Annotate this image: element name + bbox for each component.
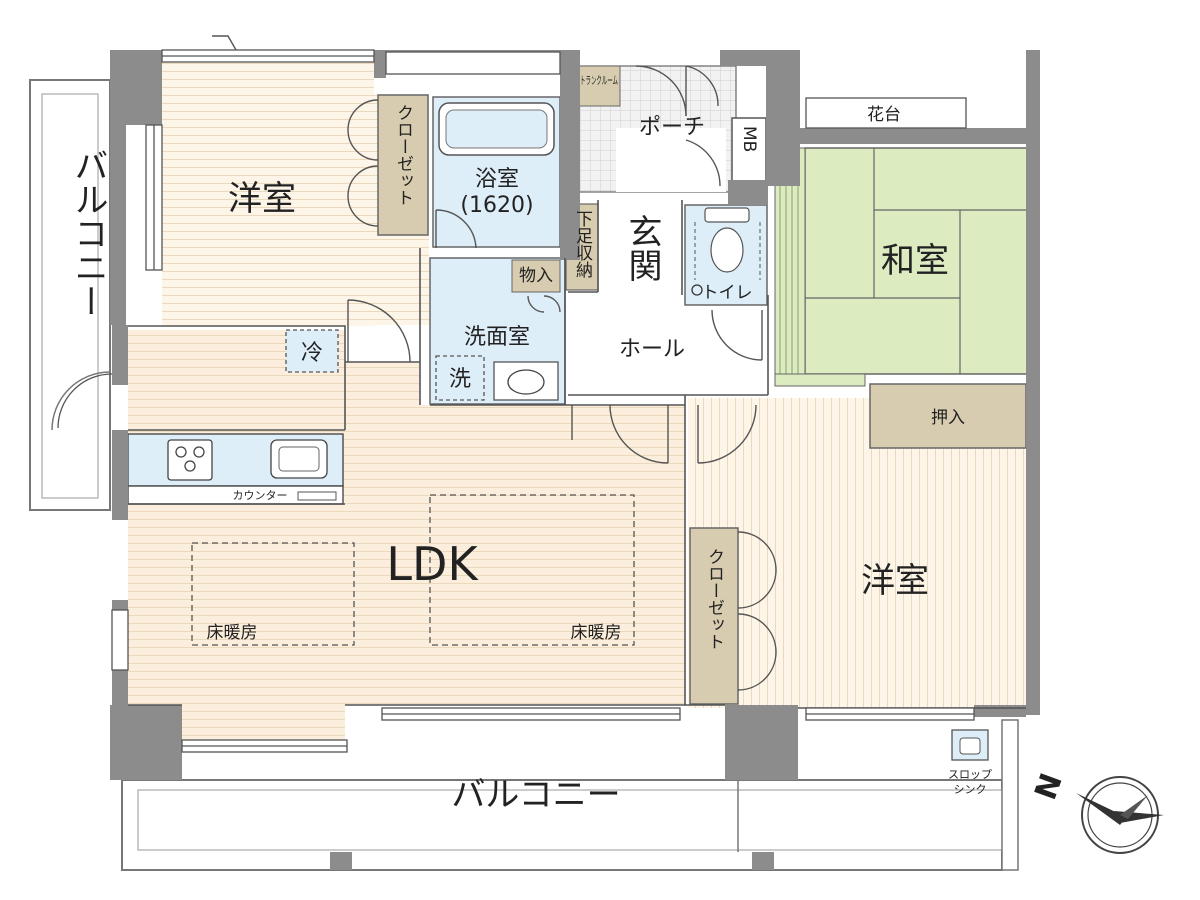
- label-meter-box: MB: [739, 126, 759, 152]
- label-balcony-west: バルコニー: [68, 148, 108, 318]
- label-washer: 洗: [449, 367, 471, 392]
- wash-basin: [493, 361, 559, 401]
- label-balcony-south: バルコニー: [451, 775, 620, 815]
- label-hall: ホール: [619, 337, 685, 362]
- floor-heating-left: [191, 542, 355, 646]
- label-closet-nw: クローゼット: [393, 104, 413, 206]
- fridge-space: [285, 329, 339, 373]
- label-shoe-storage: 下足収納: [572, 210, 593, 279]
- floor-hall: [568, 297, 768, 395]
- label-flower-stand: 花台: [867, 105, 901, 125]
- interior-lines: [128, 200, 1026, 709]
- kitchen-counter: [127, 433, 344, 505]
- floor-entrance: [598, 200, 682, 292]
- trunk-room: [577, 65, 621, 107]
- floor-western-nw: [162, 62, 374, 326]
- meter-box: [731, 117, 767, 187]
- balcony-door-arc: [57, 373, 113, 429]
- label-small-storage: 物入: [519, 266, 553, 286]
- walls: [110, 50, 1040, 780]
- label-western-room-nw: 洋室: [228, 179, 296, 219]
- closet-nw: [377, 94, 429, 236]
- label-counter: カウンター: [233, 489, 288, 502]
- label-entrance: 玄関: [622, 214, 662, 282]
- label-bathroom: 浴室: [475, 167, 519, 192]
- label-ldk: LDK: [386, 537, 479, 591]
- closet-nw-doors: [347, 99, 379, 227]
- balcony-west: [29, 79, 111, 511]
- door-swings: [212, 35, 763, 464]
- label-trunk-room: トランクルーム: [580, 74, 618, 87]
- floor-western-se: [688, 398, 1026, 708]
- slop-sink: [951, 729, 989, 761]
- label-porch: ポーチ: [639, 115, 705, 140]
- label-closet-se: クローゼット: [704, 548, 724, 650]
- label-fridge: 冷: [301, 341, 323, 366]
- windows: [111, 49, 975, 753]
- porch: [575, 65, 737, 193]
- bathroom: [432, 96, 561, 248]
- japanese-room: [774, 147, 1028, 387]
- label-push-in-storage: 押入: [931, 408, 965, 428]
- toilet: [684, 204, 768, 306]
- label-floor-heating-right: 床暖房: [571, 623, 622, 643]
- label-slop-sink-2: シンク: [954, 783, 987, 796]
- label-bathroom-size: (1620): [460, 193, 533, 218]
- floor-ldk: [128, 330, 685, 740]
- washer-space: [435, 355, 485, 401]
- label-compass-north: N: [1028, 769, 1069, 805]
- floor-heating-right: [429, 494, 635, 646]
- label-toilet: トイレ: [702, 283, 753, 303]
- compass-icon: [1076, 776, 1164, 854]
- balcony-south: [121, 719, 1019, 871]
- closet-se: [689, 527, 739, 705]
- label-washroom: 洗面室: [464, 325, 530, 350]
- label-slop-sink-1: スロップ: [948, 768, 992, 781]
- label-floor-heating-left: 床暖房: [207, 623, 258, 643]
- label-western-room-se: 洋室: [861, 561, 929, 601]
- closet-se-doors: [737, 531, 777, 691]
- label-japanese-room: 和室: [881, 241, 949, 281]
